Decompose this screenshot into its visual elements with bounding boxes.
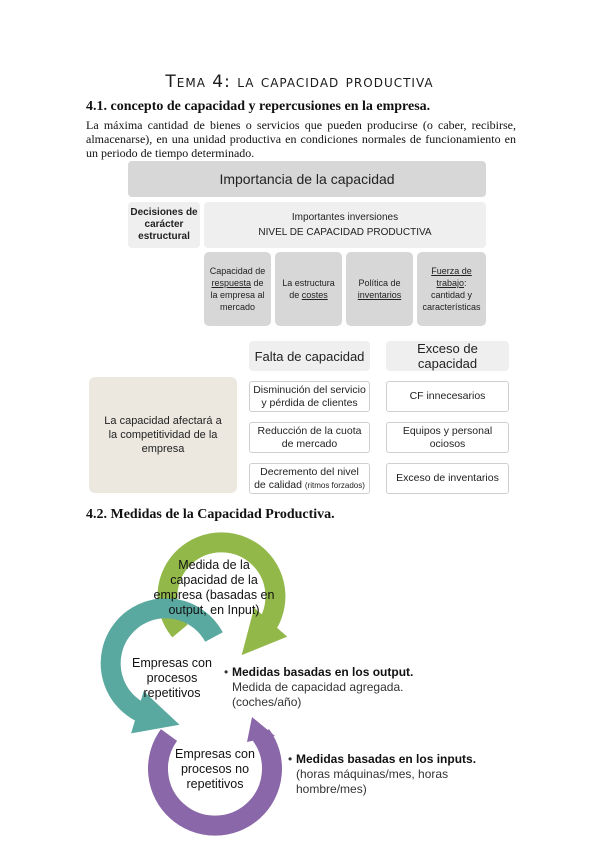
definition-paragraph: La máxima cantidad de bienes o servicios… bbox=[86, 118, 516, 160]
competitiveness-box: La capacidad afectará a la competitivida… bbox=[89, 377, 237, 493]
card-workforce: Fuerza de trabajo: cantidad y caracterís… bbox=[417, 252, 486, 326]
lack-effect-item: Decremento del nivel de calidad (ritmos … bbox=[249, 463, 370, 494]
page-title: Tema 4: la capacidad productiva bbox=[165, 72, 434, 92]
cycle-node-capacity-measure: Medida de la capacidad de la empresa (ba… bbox=[153, 558, 275, 617]
cycle-node-repetitive: Empresas con procesos repetitivos bbox=[132, 656, 212, 700]
excess-capacity-header: Exceso de capacidad bbox=[386, 341, 509, 371]
investments-line2: NIVEL DE CAPACIDAD PRODUCTIVA bbox=[258, 227, 432, 238]
section-heading-4-1: 4.1. concepto de capacidad y repercusion… bbox=[86, 99, 431, 114]
card-response-capacity: Capacidad de respuesta de la empresa al … bbox=[204, 252, 271, 326]
investments-box: Importantes inversiones NIVEL DE CAPACID… bbox=[204, 202, 486, 248]
card-text: Fuerza de trabajo: cantidad y caracterís… bbox=[422, 266, 481, 312]
card-cost-structure: La estructura de costes bbox=[275, 252, 342, 326]
lack-effect-item: Reducción de la cuota de mercado bbox=[249, 422, 370, 453]
excess-effect-item: Equipos y personal ociosos bbox=[386, 422, 509, 453]
importance-header: Importancia de la capacidad bbox=[128, 161, 486, 197]
card-text: Capacidad de respuesta de la empresa al … bbox=[209, 266, 266, 312]
lack-capacity-header: Falta de capacidad bbox=[249, 341, 370, 371]
structural-decisions-box: Decisiones de carácter estructural bbox=[128, 202, 200, 248]
card-inventory-policy: Política de inventarios bbox=[346, 252, 413, 326]
bullet-output-measures: • Medidas basadas en los output. Medida … bbox=[224, 665, 414, 709]
excess-effect-item: Exceso de inventarios bbox=[386, 463, 509, 494]
green-arrow bbox=[157, 532, 288, 656]
card-text: La estructura de costes bbox=[282, 278, 335, 300]
cycle-node-non-repetitive: Empresas con procesos no repetitivos bbox=[175, 747, 255, 791]
lack-effect-item: Disminución del servicio y pérdida de cl… bbox=[249, 381, 370, 412]
excess-effect-item: CF innecesarios bbox=[386, 381, 509, 412]
purple-ring bbox=[148, 729, 282, 836]
purple-arrow-head bbox=[247, 717, 275, 742]
teal-arrow bbox=[100, 598, 223, 734]
card-text: Política de inventarios bbox=[357, 278, 402, 300]
section-heading-4-2: 4.2. Medidas de la Capacidad Productiva. bbox=[86, 507, 335, 522]
bullet-input-measures: • Medidas basadas en los inputs. (horas … bbox=[288, 752, 477, 796]
investments-line1: Importantes inversiones bbox=[291, 212, 399, 223]
